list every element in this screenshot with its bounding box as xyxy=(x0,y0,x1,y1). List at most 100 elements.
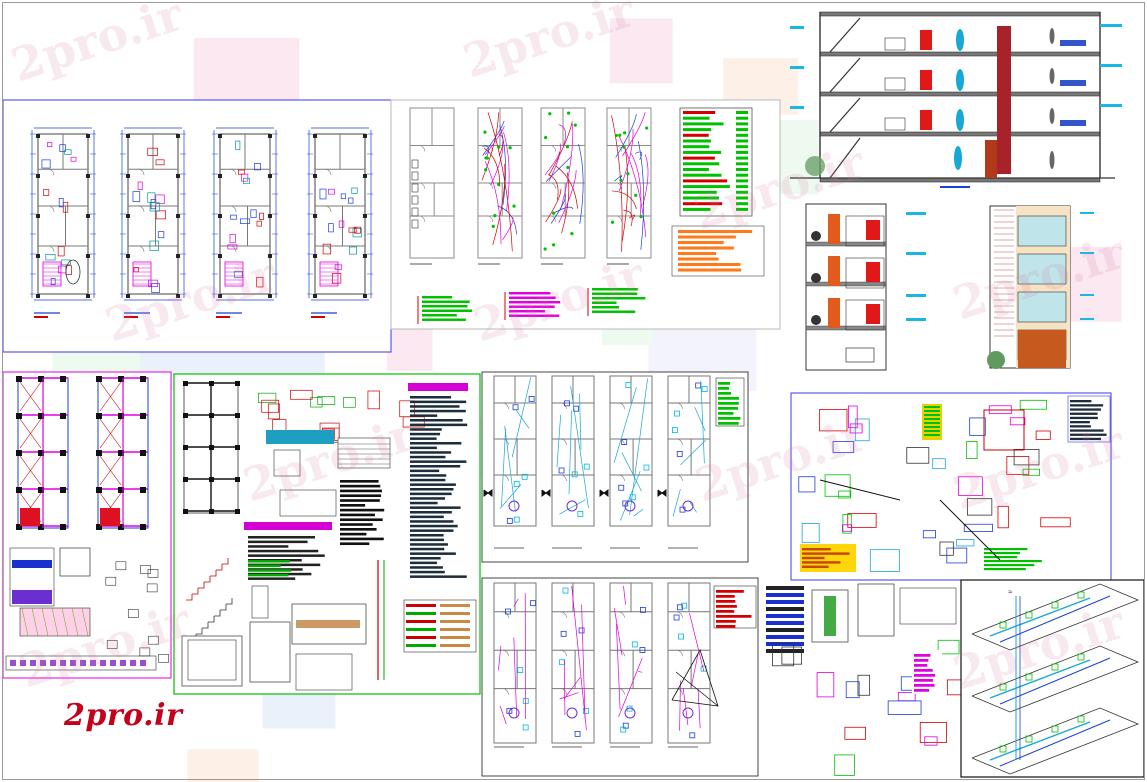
note-line xyxy=(248,564,281,568)
column-marker xyxy=(218,294,222,298)
legend-row xyxy=(683,116,710,120)
mechanical-details-panel[interactable] xyxy=(790,392,1112,581)
column-marker xyxy=(268,254,272,258)
fixture xyxy=(411,207,419,217)
iso-fixture xyxy=(1025,611,1033,619)
note-line xyxy=(718,417,741,420)
fixture xyxy=(238,169,246,175)
building-section-panel[interactable] xyxy=(790,11,1122,188)
note-line xyxy=(914,684,935,687)
fixture xyxy=(583,463,590,470)
fixture xyxy=(338,220,345,228)
legend-row xyxy=(683,133,709,137)
pipe-run xyxy=(513,637,517,717)
note-line xyxy=(410,566,443,569)
manhole xyxy=(624,500,636,512)
wiring-run xyxy=(558,124,566,146)
wiring-run xyxy=(487,112,513,252)
wiring-run xyxy=(482,120,505,156)
structural-columns-panel[interactable] xyxy=(2,371,172,679)
fixture xyxy=(50,278,56,286)
pipe-run xyxy=(615,623,621,710)
fixture xyxy=(256,276,264,288)
note-line xyxy=(410,557,441,560)
column-marker xyxy=(60,487,66,493)
fixture xyxy=(155,159,165,166)
note-line xyxy=(984,568,1026,571)
pipe-run xyxy=(499,484,522,509)
note-line xyxy=(592,301,617,304)
note-line xyxy=(914,669,933,672)
note-line xyxy=(509,305,555,308)
note-line xyxy=(410,547,445,551)
fixture xyxy=(618,484,625,491)
note-line xyxy=(984,548,1028,551)
stair-fill xyxy=(100,508,120,526)
legend-row xyxy=(683,111,716,114)
pipe-run xyxy=(579,393,582,450)
rebar-table xyxy=(279,489,337,517)
electrical-plans-panel[interactable] xyxy=(390,99,781,330)
note-line xyxy=(718,392,732,395)
tree-symbol xyxy=(987,351,1005,369)
slab-diagonal xyxy=(99,455,122,486)
wiring-run xyxy=(483,147,501,187)
fixture xyxy=(695,382,702,389)
fitting-detail xyxy=(887,700,922,715)
sanitary-plans-panel[interactable] xyxy=(481,577,759,777)
mechanical-detail xyxy=(1035,430,1051,440)
structural-notes xyxy=(340,480,385,546)
stair-profile xyxy=(208,616,215,623)
mechanical-detail xyxy=(801,523,820,543)
column-marker xyxy=(16,413,22,419)
note-line xyxy=(410,524,458,528)
note-line xyxy=(678,263,741,267)
schedule-lines xyxy=(509,292,561,317)
light-point xyxy=(544,135,548,140)
note-line xyxy=(716,620,736,623)
column-marker xyxy=(96,524,102,530)
footing-rebar xyxy=(70,660,76,666)
footing-rebar xyxy=(40,660,46,666)
column-marker xyxy=(313,214,317,218)
legend-row xyxy=(683,122,724,126)
misc-details-panel[interactable] xyxy=(764,583,982,776)
person-figure xyxy=(1049,108,1055,124)
note-line xyxy=(509,296,556,299)
section-cut-mark xyxy=(599,489,609,497)
chair-symbol xyxy=(811,315,821,325)
column-marker xyxy=(96,487,102,493)
building-elevations-panel[interactable] xyxy=(805,203,1094,371)
floor-plan-level-2 xyxy=(120,127,186,318)
foundation-details-panel[interactable] xyxy=(173,373,481,695)
note-line xyxy=(716,625,736,628)
wiring-run xyxy=(561,172,570,234)
section-detail xyxy=(105,576,117,586)
stair-box xyxy=(132,261,152,287)
floor-plans-panel[interactable] xyxy=(2,99,392,353)
level-tag xyxy=(906,318,926,321)
plumbing-plans-panel[interactable] xyxy=(481,371,749,563)
pit-detail xyxy=(249,621,291,683)
pier xyxy=(183,445,188,450)
stair-profile xyxy=(222,558,229,565)
footing-rebar xyxy=(90,660,96,666)
note-line xyxy=(248,563,321,567)
door-arc xyxy=(229,205,237,213)
fixture xyxy=(64,149,72,155)
legend-row xyxy=(736,122,748,126)
site-logo[interactable]: 2pro.ir xyxy=(64,698,183,733)
door-arc xyxy=(676,649,683,657)
person-figure xyxy=(1049,151,1055,169)
light-point xyxy=(634,193,638,197)
isometric-slab xyxy=(971,707,1140,775)
column-marker xyxy=(363,174,367,178)
fitting-detail xyxy=(816,672,835,698)
fixture xyxy=(701,386,708,392)
rebar-line xyxy=(61,607,69,637)
note-line xyxy=(592,306,620,309)
column-marker xyxy=(176,174,180,178)
level-tag xyxy=(1080,212,1094,214)
isometric-piping-panel[interactable]: ≈ xyxy=(960,579,1145,778)
stair-box xyxy=(42,261,62,287)
